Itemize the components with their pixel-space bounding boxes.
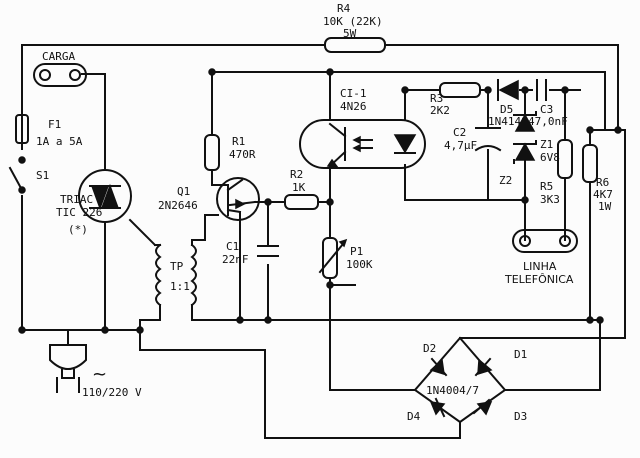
linha-label-2: TELEFÔNICA [504, 273, 574, 286]
ci1-name: CI-1 [340, 87, 367, 100]
tp-ratio: 1:1 [170, 280, 190, 293]
resistor-r5: R5 3K3 [540, 139, 573, 206]
c1-name: C1 [226, 240, 239, 253]
load-carga: CARGA [33, 50, 87, 87]
p1-value: 100K [346, 258, 373, 271]
transformer-tp: TP 1:1 [155, 243, 197, 307]
r6-value: 4K7 [593, 188, 613, 201]
fuse-f1: F1 1A a 5A [15, 114, 83, 148]
triac-part: TIC 226 [56, 206, 102, 219]
switch-s1: S1 [8, 150, 49, 195]
z1-value: 6V8 [540, 151, 560, 164]
triac-name: TRIAC [60, 193, 93, 206]
resistor-r4: R4 10K (22K) 5W [323, 2, 386, 53]
d1-name: D1 [514, 348, 527, 361]
r2-name: R2 [290, 168, 303, 181]
optocoupler-ci1: CI-1 4N26 [299, 87, 426, 170]
tp-name: TP [170, 260, 184, 273]
resistor-r6: R6 4K7 1W [582, 144, 613, 213]
r6-name: R6 [596, 176, 609, 189]
resistor-r3: R3 2K2 [430, 82, 481, 117]
f1-name: F1 [48, 118, 61, 131]
z1-name: Z1 [540, 138, 553, 151]
ci1-part: 4N26 [340, 100, 367, 113]
phone-line-connector: LINHA TELEFÔNICA [504, 229, 578, 286]
r5-value: 3K3 [540, 193, 560, 206]
capacitor-c3: C3 47,0nF [528, 79, 568, 128]
r4-value: 10K (22K) [323, 15, 383, 28]
r4-power: 5W [343, 27, 357, 40]
c2-name: C2 [453, 126, 466, 139]
d4-name: D4 [407, 410, 421, 423]
potentiometer-p1: P1 100K [318, 237, 373, 279]
triac-note: (*) [68, 223, 88, 236]
bridge-part: 1N4004/7 [426, 384, 479, 397]
r5-name: R5 [540, 180, 553, 193]
d2-name: D2 [423, 342, 436, 355]
capacitor-c1: C1 22nF [222, 240, 279, 266]
resistor-r2: R2 1K [284, 168, 319, 210]
r3-value: 2K2 [430, 104, 450, 117]
c3-name: C3 [540, 103, 553, 116]
r1-value: 470R [229, 148, 256, 161]
d3-name: D3 [514, 410, 527, 423]
diode-bridge: D2 D1 D4 D3 1N4004/7 [407, 336, 527, 424]
mains-plug: ~ 110/220 V [49, 344, 142, 399]
capacitor-c2: C2 4,7µF [444, 126, 502, 152]
zener-z2: Z2 [499, 140, 537, 187]
diode-d5: D5 1N4148 [488, 79, 528, 128]
zener-z1: Z1 6V8 [513, 111, 560, 164]
c1-value: 22nF [222, 253, 249, 266]
ac-symbol: ~ [92, 364, 107, 385]
r4-name: R4 [337, 2, 351, 15]
d5-part: 1N4148 [488, 115, 528, 128]
c3-value: 47,0nF [528, 115, 568, 128]
s1-name: S1 [36, 169, 49, 182]
triac: TRIAC TIC 226 (*) [56, 169, 132, 236]
c2-value: 4,7µF [444, 139, 477, 152]
junction-dots [18, 68, 622, 334]
r3-name: R3 [430, 92, 443, 105]
resistor-r1: R1 470R [204, 134, 256, 171]
r2-value: 1K [292, 181, 306, 194]
r6-power: 1W [598, 200, 612, 213]
linha-label-1: LINHA [523, 260, 557, 273]
ujt-q1: Q1 2N2646 [158, 177, 260, 221]
p1-name: P1 [350, 245, 363, 258]
q1-part: 2N2646 [158, 199, 198, 212]
mains-voltage: 110/220 V [82, 386, 142, 399]
carga-label: CARGA [42, 50, 75, 63]
d5-name: D5 [500, 103, 513, 116]
f1-value: 1A a 5A [36, 135, 83, 148]
q1-name: Q1 [177, 185, 190, 198]
r1-name: R1 [232, 135, 245, 148]
z2-name: Z2 [499, 174, 512, 187]
